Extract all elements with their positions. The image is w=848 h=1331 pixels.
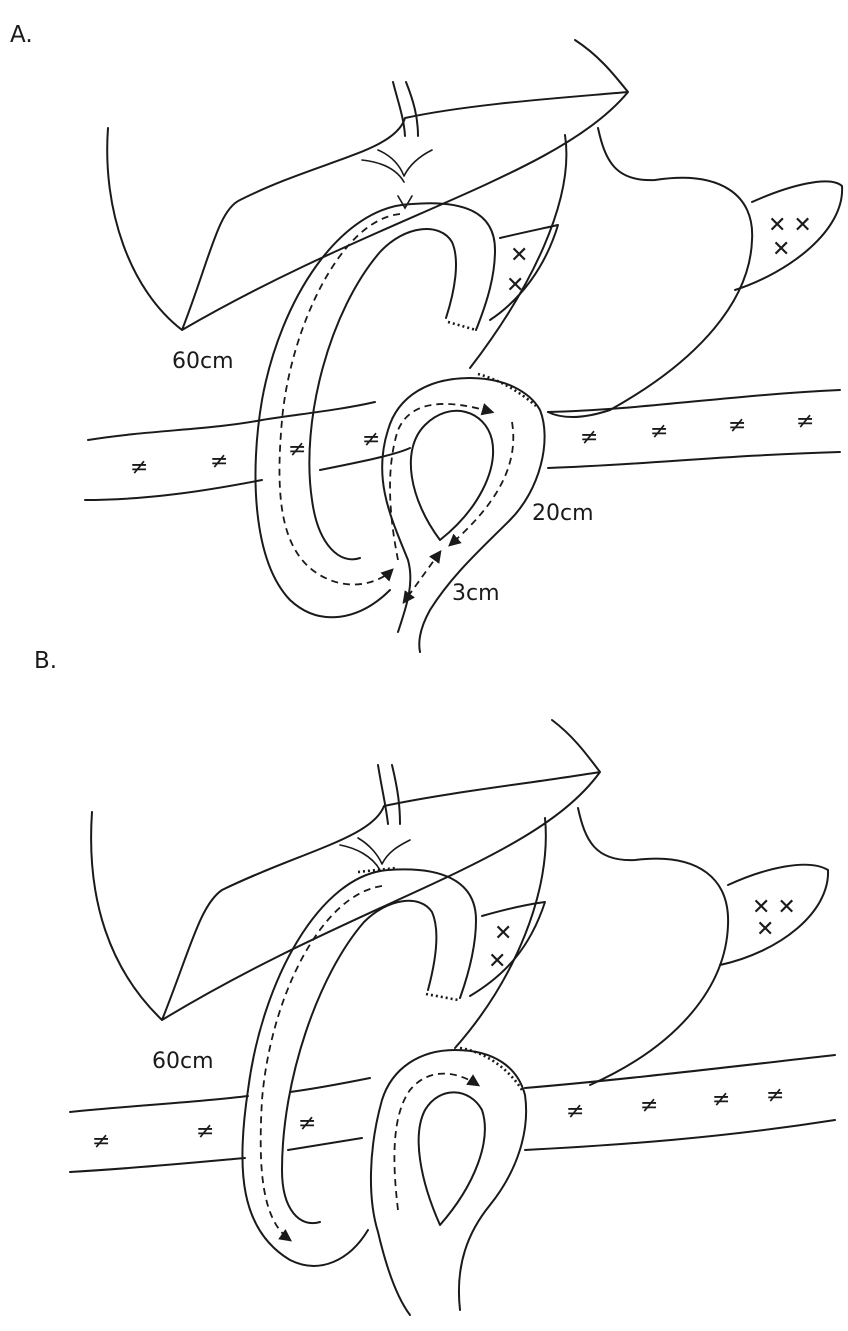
svg-text:≠: ≠	[766, 1083, 784, 1108]
svg-text:≠: ≠	[298, 1111, 316, 1136]
panel-a-liver	[107, 40, 628, 330]
svg-text:≠: ≠	[580, 425, 598, 450]
svg-text:✕: ✕	[506, 273, 524, 298]
svg-text:≠: ≠	[288, 437, 306, 462]
panel-a-middle-flow-arrow	[390, 404, 492, 560]
svg-text:≠: ≠	[650, 419, 668, 444]
panel-b-gastric-anastomosis	[460, 1048, 522, 1090]
panel-b-hepatic-ducts	[340, 838, 410, 870]
svg-text:✕: ✕	[510, 243, 528, 268]
svg-text:≠: ≠	[728, 413, 746, 438]
svg-text:≠: ≠	[92, 1129, 110, 1154]
panel-a-label: A.	[10, 22, 33, 48]
svg-text:✕: ✕	[772, 237, 790, 262]
panel-a-colon	[85, 390, 840, 500]
svg-text:≠: ≠	[566, 1099, 584, 1124]
panel-b-bile-duct	[378, 765, 400, 824]
panel-b-liver	[91, 720, 600, 1020]
panel-b: B. ✕ ✕ ✕ ✕ ✕ ≠ ≠ ≠ ≠ ≠ ≠ ≠ 60cm	[34, 648, 835, 1315]
panel-a-bile-duct	[393, 82, 418, 136]
panel-b-60cm-label: 60cm	[152, 1049, 214, 1074]
svg-text:≠: ≠	[210, 449, 228, 474]
panel-a-middle-loop-inner	[411, 411, 493, 540]
svg-text:✕: ✕	[494, 921, 512, 946]
svg-text:✕ ✕: ✕ ✕	[768, 213, 812, 238]
panel-a-middle-loop-outer	[382, 378, 544, 652]
svg-text:≠: ≠	[712, 1087, 730, 1112]
svg-text:≠: ≠	[640, 1093, 658, 1118]
panel-a-20cm-label: 20cm	[532, 501, 594, 526]
svg-text:≠: ≠	[196, 1119, 214, 1144]
svg-text:≠: ≠	[130, 455, 148, 480]
panel-a-pancreatic-anastomosis	[448, 322, 476, 330]
panel-b-pancreatic-anastomosis	[426, 994, 458, 1000]
svg-text:≠: ≠	[362, 427, 380, 452]
svg-text:✕: ✕	[756, 917, 774, 942]
svg-text:≠: ≠	[796, 409, 814, 434]
panel-a-hepatic-ducts	[362, 150, 432, 208]
panel-b-jejunal-loop-inner	[282, 901, 436, 1223]
panel-b-stomach	[455, 808, 728, 1085]
panel-b-middle-loop-outer	[371, 1050, 526, 1315]
panel-b-pancreas	[470, 902, 545, 996]
panel-a-jejunal-loop-inner	[309, 229, 456, 559]
panel-b-label: B.	[34, 648, 57, 674]
panel-b-upper-flow-arrow	[261, 886, 382, 1240]
panel-b-middle-loop-inner	[419, 1092, 485, 1225]
svg-text:✕: ✕	[488, 949, 506, 974]
panel-a-3cm-label: 3cm	[452, 581, 500, 606]
panel-a: A. ✕ ✕ ✕ ✕ ✕ ≠ ≠ ≠ ≠ ≠ ≠ ≠ ≠	[10, 22, 842, 652]
panel-a-60cm-label: 60cm	[172, 349, 234, 374]
